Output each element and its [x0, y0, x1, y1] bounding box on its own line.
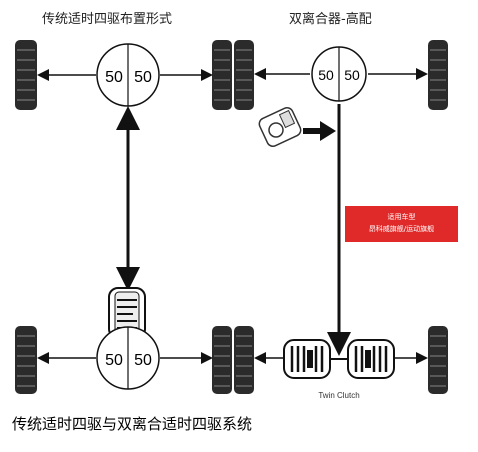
front-left-tire-a [15, 40, 37, 110]
right-diagram-title: 双离合器-高配 [289, 12, 372, 27]
tag-line-2: 昂科威旗舰/运动旗舰 [368, 225, 435, 233]
coupling-unit [108, 287, 146, 339]
rear-left-diff-label-l: 50 [105, 352, 123, 369]
figure-caption: 传统适时四驱与双离合适时四驱系统 [12, 415, 253, 433]
front-right-tire-b [428, 40, 448, 110]
front-left-tire-b [212, 40, 232, 110]
front-left-diff-label-r: 50 [134, 69, 152, 86]
rear-right-tire-b [428, 326, 448, 394]
rear-right-tire-a [234, 326, 254, 394]
twin-clutch-right-pack [347, 339, 395, 379]
rear-left-tire-a [15, 326, 37, 394]
rear-left-tire-b [212, 326, 232, 394]
front-right-diff-label-l: 50 [318, 67, 334, 83]
applicable-models-tag: 适用车型 昂科威旗舰/运动旗舰 [345, 206, 458, 242]
front-right-tire-a [234, 40, 254, 110]
rear-left-diff-label-r: 50 [134, 352, 152, 369]
twin-clutch-left-pack [283, 339, 331, 379]
engine-icon [258, 107, 302, 147]
left-diagram-title: 传统适时四驱布置形式 [42, 12, 173, 27]
twin-clutch-label: Twin Clutch [318, 391, 359, 400]
tag-line-1: 适用车型 [387, 213, 416, 221]
front-right-diff-label-r: 50 [344, 67, 360, 83]
power-flow-arrow [320, 121, 336, 141]
front-left-diff-label-l: 50 [105, 69, 123, 86]
